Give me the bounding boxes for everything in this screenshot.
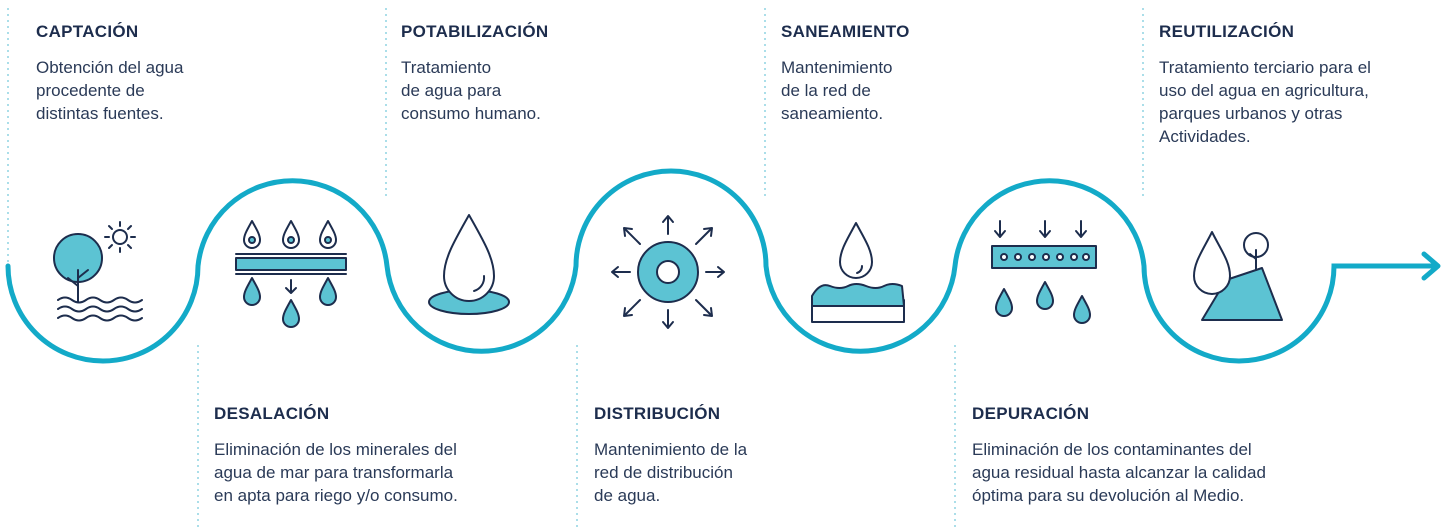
drop-over-channel-icon — [811, 222, 905, 323]
pipe-ring-arrows-icon — [611, 215, 725, 329]
stage-description: Mantenimiento de la red de distribución … — [594, 440, 748, 505]
stage-reutilizacion: REUTILIZACIÓN Tratamiento terciario para… — [1159, 22, 1444, 148]
stage-depuracion: DEPURACIÓN Eliminación de los contaminan… — [972, 404, 1392, 507]
stage-potabilizacion: POTABILIZACIÓN Tratamiento de agua para … — [401, 22, 741, 125]
stage-title: POTABILIZACIÓN — [401, 22, 549, 41]
drop-land-tree-icon — [1193, 231, 1283, 321]
purification-filter-icon — [991, 220, 1097, 324]
stage-description: Obtención del agua procedente de distint… — [36, 58, 184, 123]
stage-desalacion: DESALACIÓN Eliminación de los minerales … — [214, 404, 554, 507]
stage-title: DEPURACIÓN — [972, 404, 1090, 423]
stage-saneamiento: SANEAMIENTO Mantenimiento de la red de s… — [781, 22, 1121, 125]
stage-description: Tratamiento terciario para el uso del ag… — [1159, 58, 1371, 146]
stage-description: Mantenimiento de la red de saneamiento. — [781, 58, 893, 123]
water-drop-icon — [428, 214, 510, 315]
tree-sun-water-icon — [53, 221, 143, 322]
stage-title: SANEAMIENTO — [781, 22, 910, 41]
stage-description: Eliminación de los contaminantes del agu… — [972, 440, 1266, 505]
stage-title: REUTILIZACIÓN — [1159, 22, 1295, 41]
filter-membrane-drops-icon — [235, 220, 347, 328]
stage-title: DESALACIÓN — [214, 404, 330, 423]
stage-description: Eliminación de los minerales del agua de… — [214, 440, 458, 505]
stage-title: DISTRIBUCIÓN — [594, 404, 721, 423]
stage-title: CAPTACIÓN — [36, 22, 139, 41]
stage-description: Tratamiento de agua para consumo humano. — [401, 58, 541, 123]
arrow-head-icon — [1421, 251, 1441, 281]
stage-distribucion: DISTRIBUCIÓN Mantenimiento de la red de … — [594, 404, 934, 507]
flow-path — [5, 168, 1439, 364]
stage-captacion: CAPTACIÓN Obtención del agua procedente … — [36, 22, 366, 125]
